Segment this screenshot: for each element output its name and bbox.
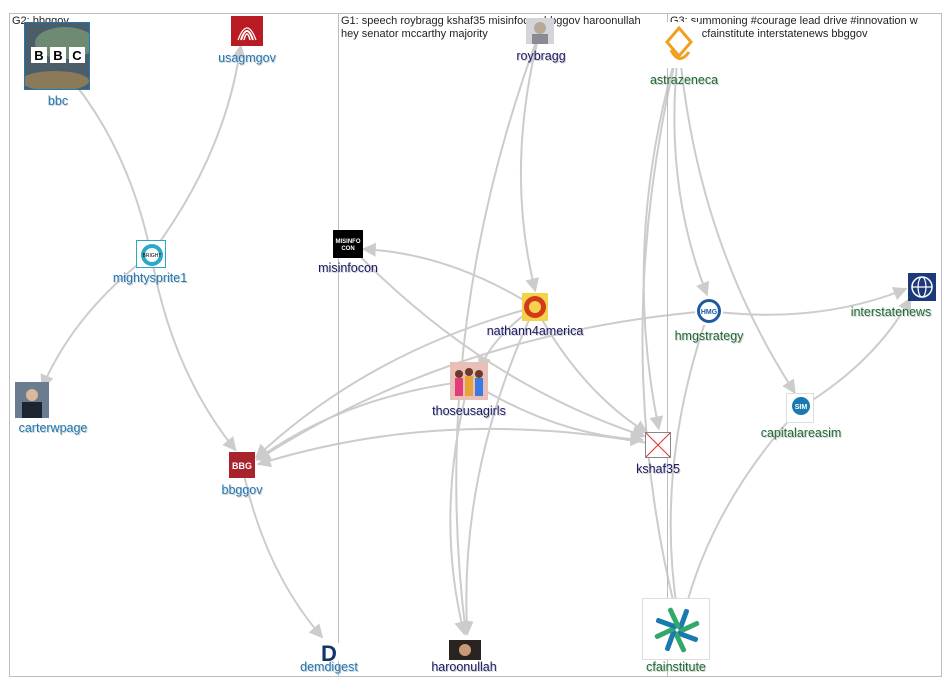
interstatenews-globe-icon[interactable] [908, 273, 936, 301]
edge-hmgstrategy-interstatenews [708, 287, 908, 316]
svg-text:B: B [34, 48, 43, 63]
bbc-logo-icon[interactable]: B B C [24, 22, 90, 90]
edge-astrazeneca-cfainstitute [641, 44, 680, 615]
node-label-hmgstrategy: hmgstrategy [674, 329, 744, 343]
edge-mightysprite1-usagmgov [150, 44, 246, 255]
node-label-usagmgov: usagmgov [218, 51, 276, 65]
group-label-g1-line1: G1: speech roybragg kshaf35 misinfocon b… [341, 15, 641, 27]
svg-text:C: C [72, 48, 82, 63]
node-label-bbc: bbc [47, 94, 69, 108]
svg-text:HMG: HMG [701, 309, 718, 316]
edge-thoseusagirls-bbggov [255, 380, 470, 461]
node-label-interstatenews: interstatenews [850, 305, 932, 319]
svg-text:BRIGHT: BRIGHT [143, 253, 162, 259]
edge-hmgstrategy-bbggov [256, 310, 710, 461]
edge-nathann4america-bbggov [255, 306, 536, 459]
edge-nathann4america-kshaf35 [534, 306, 649, 434]
svg-text:BBG: BBG [232, 461, 252, 471]
svg-text:CON: CON [341, 246, 354, 252]
node-label-thoseusagirls: thoseusagirls [432, 404, 506, 418]
edge-astrazeneca-hmgstrategy [673, 44, 710, 297]
node-label-kshaf35: kshaf35 [636, 462, 680, 476]
cfa-logo-petal [677, 608, 690, 631]
demdigest-logo-icon[interactable]: D [315, 643, 343, 661]
edge-roybragg-nathann4america [519, 30, 541, 293]
sim-logo-icon[interactable]: SIM [786, 393, 814, 423]
edge-mightysprite1-carterwpage [40, 253, 152, 389]
node-label-bbggov: bbggov [221, 483, 263, 497]
group-box-g3 [667, 13, 942, 677]
svg-text:SIM: SIM [795, 404, 808, 411]
edge-roybragg-haroonullah [455, 30, 541, 636]
group-box-g2 [9, 13, 339, 677]
svg-text:B: B [53, 48, 62, 63]
haroonullah-photo-icon[interactable] [449, 640, 481, 660]
node-label-carterwpage: carterwpage [18, 421, 88, 435]
group-box-g1 [338, 13, 668, 677]
edge-mightysprite1-bbggov [150, 253, 237, 452]
cfa-logo-petal [673, 631, 687, 653]
group-label-g1-line2: hey senator mccarthy majority [341, 28, 488, 40]
node-label-nathann4america: nathann4america [486, 324, 584, 338]
node-label-demdigest: demdigest [300, 660, 358, 674]
nathann4america-badge-icon[interactable] [522, 293, 548, 321]
edge-astrazeneca-capitalareasim [678, 44, 796, 394]
edge-nathann4america-misinfocon [361, 242, 536, 308]
kshaf35-broken-image-icon[interactable] [645, 432, 671, 458]
edge-astrazeneca-kshaf35 [642, 44, 680, 431]
edge-kshaf35-bbggov [256, 427, 659, 468]
cfa-logo-petal [678, 620, 700, 634]
carterwpage-photo-icon[interactable] [15, 382, 49, 418]
edge-hmgstrategy-cfainstitute [668, 310, 710, 615]
cfa-logo-petal [655, 617, 678, 630]
edge-bbggov-demdigest [241, 464, 324, 639]
edge-capitalareasim-interstatenews [799, 297, 912, 409]
usagm-logo-icon[interactable] [231, 16, 263, 46]
node-label-misinfocon: misinfocon [318, 261, 378, 275]
edge-misinfocon-kshaf35 [347, 243, 646, 439]
svg-text:D: D [321, 643, 337, 661]
hmg-logo-icon[interactable]: HMG [695, 297, 723, 325]
node-label-capitalareasim: capitalareasim [760, 426, 842, 440]
svg-text:MISINFO: MISINFO [336, 239, 361, 245]
node-label-cfainstitute: cfainstitute [646, 660, 706, 674]
thoseusagirls-photo-icon[interactable] [450, 362, 488, 400]
edge-thoseusagirls-haroonullah [449, 380, 470, 636]
roybragg-photo-icon[interactable] [526, 18, 554, 44]
node-label-mightysprite1: mightysprite1 [112, 271, 188, 285]
cfa-logo-petal [654, 626, 676, 640]
astrazeneca-logo-icon[interactable] [659, 22, 699, 68]
cfa-logo-petal [676, 630, 699, 643]
group-label-g3-line1: G3: summoning #courage lead drive #innov… [670, 15, 918, 27]
cfa-logo-petal [667, 607, 681, 629]
node-label-astrazeneca: astrazeneca [649, 73, 719, 87]
cfa-logo-petal [664, 629, 677, 652]
node-label-roybragg: roybragg [516, 49, 566, 63]
node-label-haroonullah: haroonullah [431, 660, 497, 674]
bbg-logo-icon[interactable]: BBG [229, 452, 255, 478]
edge-capitalareasim-cfainstitute [680, 407, 801, 617]
cfa-logo-icon[interactable] [642, 598, 710, 660]
group-label-g3-line2: execs cfainstitute interstatenews bbggov [670, 28, 868, 40]
mightysprite-logo-icon[interactable]: BRIGHT [136, 240, 166, 268]
edge-nathann4america-haroonullah [459, 306, 536, 636]
